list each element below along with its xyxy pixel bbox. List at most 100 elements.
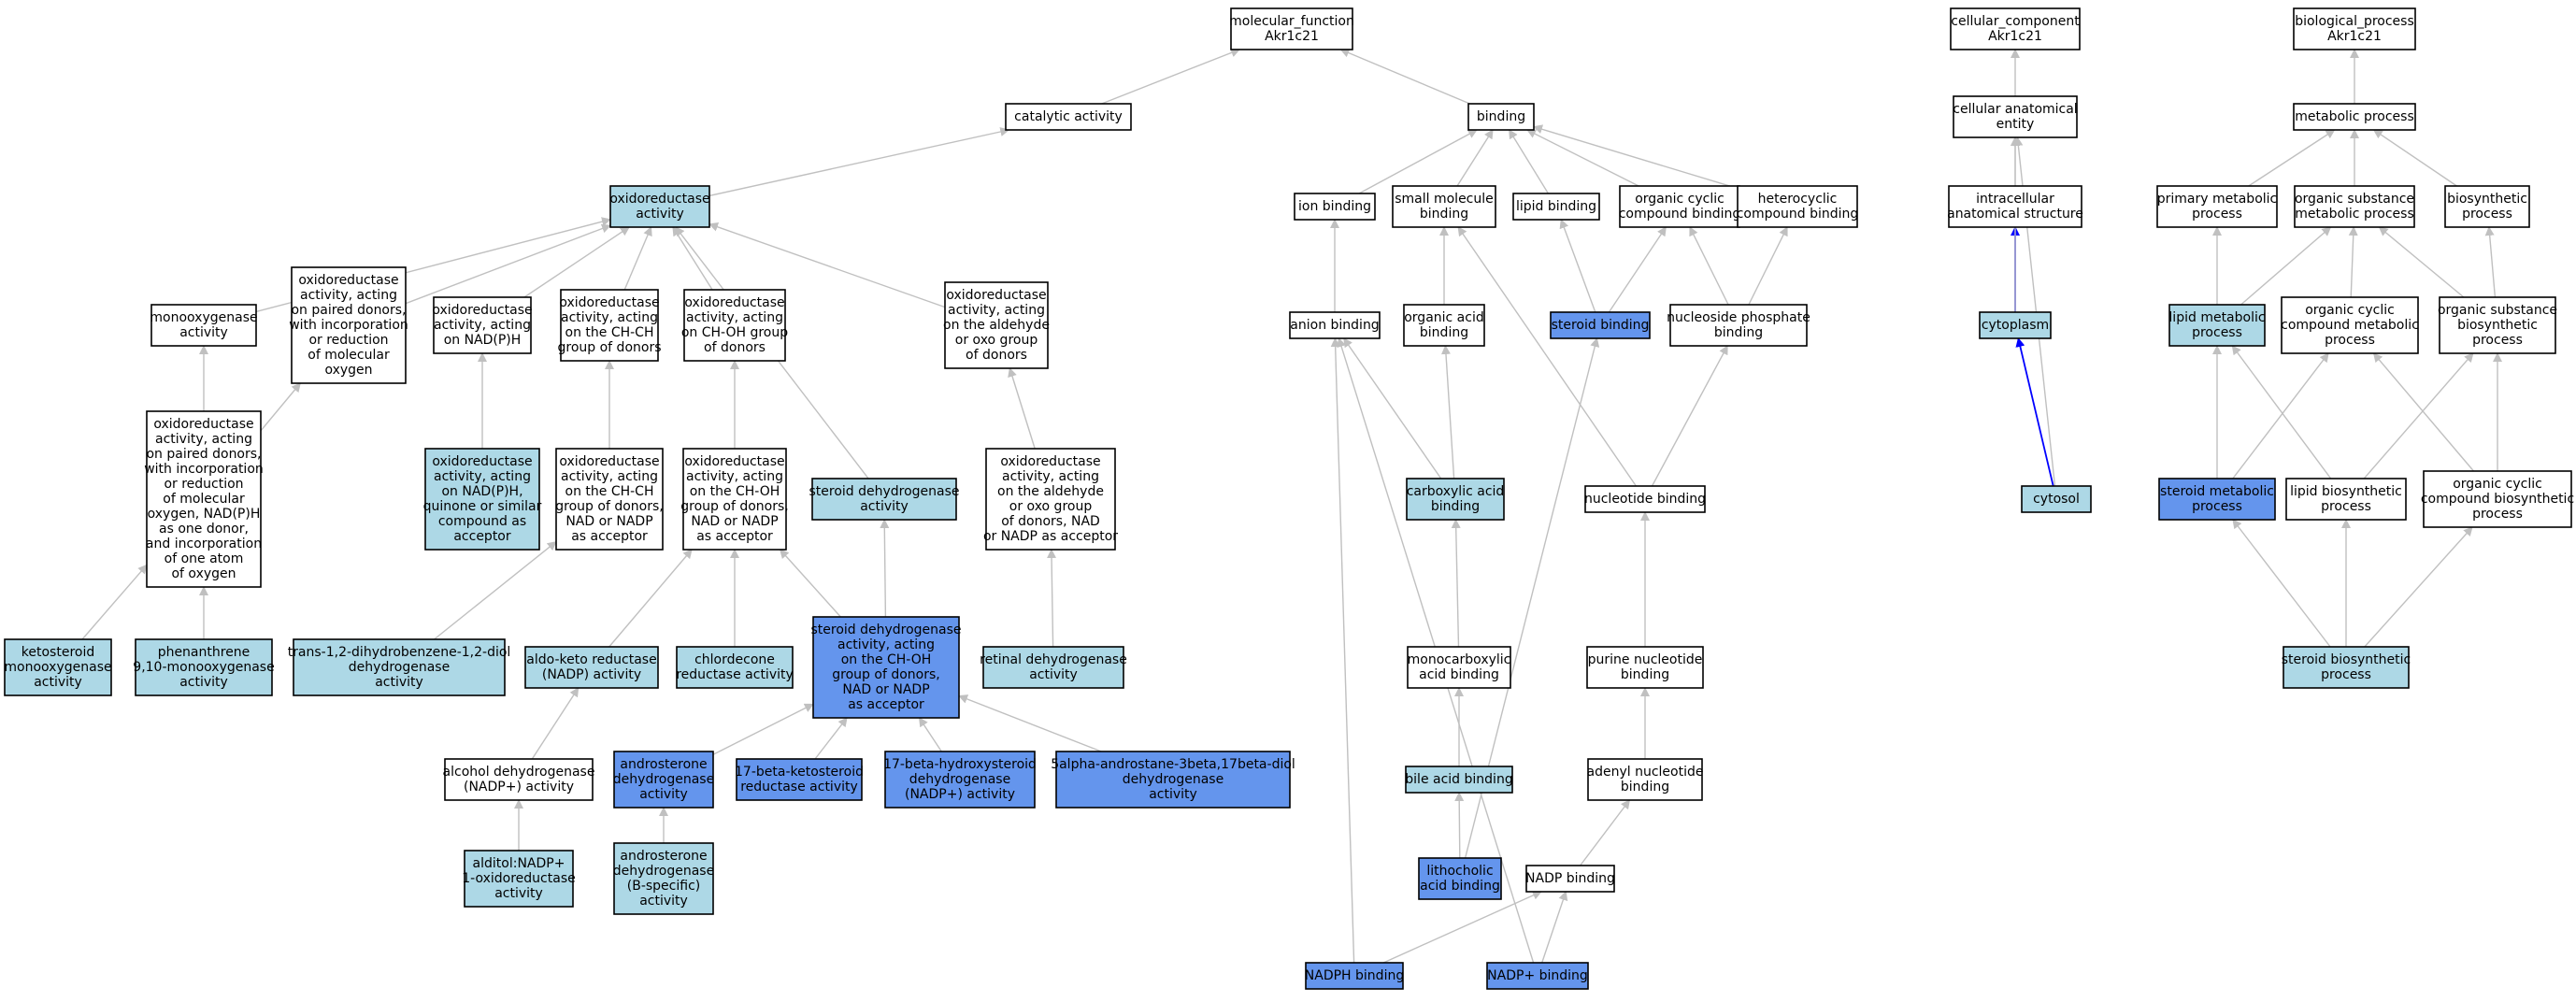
node-box[interactable] <box>2444 185 2530 228</box>
node-box[interactable] <box>985 448 1116 551</box>
node-box[interactable] <box>1289 311 1381 339</box>
node-box[interactable] <box>2293 103 2416 131</box>
node-anion-binding[interactable]: anion binding <box>1289 311 1381 339</box>
node-nucleotide-binding[interactable]: nucleotide binding <box>1584 485 1706 513</box>
node-steroid-binding[interactable]: steroid binding <box>1550 311 1651 339</box>
node-aldo-keto[interactable]: aldo-keto reductase(NADP) activity <box>524 646 659 689</box>
node-box[interactable] <box>1587 758 1703 801</box>
node-box[interactable] <box>150 304 257 347</box>
node-box[interactable] <box>982 646 1124 689</box>
node-box[interactable] <box>1305 962 1404 990</box>
node-box[interactable] <box>1948 185 2082 228</box>
node-box[interactable] <box>1405 766 1513 794</box>
node-metabolic[interactable]: metabolic process <box>2293 103 2416 131</box>
node-androstane-dh[interactable]: 5alpha-androstane-3beta,17beta-dioldehyd… <box>1051 751 1295 809</box>
node-hydroxysteroid-dh[interactable]: 17-beta-hydroxysteroiddehydrogenase(NADP… <box>883 751 1037 809</box>
node-box[interactable] <box>609 185 710 228</box>
node-nadp-plus[interactable]: NADP+ binding <box>1486 962 1589 990</box>
node-box[interactable] <box>884 751 1036 809</box>
node-cytoplasm[interactable]: cytoplasm <box>1979 311 2052 339</box>
node-box[interactable] <box>683 289 786 362</box>
node-box[interactable] <box>1467 103 1535 131</box>
node-box[interactable] <box>1586 646 1704 689</box>
node-box[interactable] <box>2293 7 2416 50</box>
node-box[interactable] <box>812 616 960 719</box>
node-box[interactable] <box>811 478 957 521</box>
node-box[interactable] <box>1230 7 1353 50</box>
node-box[interactable] <box>2158 478 2276 521</box>
node-box[interactable] <box>2281 296 2419 354</box>
node-box[interactable] <box>676 646 794 689</box>
node-box[interactable] <box>736 758 863 801</box>
node-box[interactable] <box>4 638 112 696</box>
node-box[interactable] <box>433 296 532 354</box>
node-box[interactable] <box>1403 304 1485 347</box>
node-trans-diol[interactable]: trans-1,2-dihydrobenzene-1,2-dioldehydro… <box>288 638 511 696</box>
node-box[interactable] <box>524 646 659 689</box>
node-box[interactable] <box>1979 311 2052 339</box>
node-binding[interactable]: binding <box>1467 103 1535 131</box>
node-box[interactable] <box>1584 485 1706 513</box>
node-nadph-binding[interactable]: NADPH binding <box>1305 962 1404 990</box>
node-box[interactable] <box>2021 485 2092 513</box>
node-box[interactable] <box>464 850 574 908</box>
node-box[interactable] <box>1512 193 1600 221</box>
node-box[interactable] <box>1392 185 1496 228</box>
node-lipid-binding[interactable]: lipid binding <box>1512 193 1600 221</box>
node-box[interactable] <box>2168 304 2266 347</box>
node-box[interactable] <box>1055 751 1291 809</box>
node-box[interactable] <box>1418 857 1502 900</box>
node-androsterone-b[interactable]: androsteronedehydrogenase(B-specific)act… <box>613 842 714 915</box>
node-box[interactable] <box>2423 470 2572 528</box>
node-box[interactable] <box>291 266 407 384</box>
node-box[interactable] <box>613 751 714 809</box>
node-box[interactable] <box>944 281 1049 369</box>
node-box[interactable] <box>555 448 664 551</box>
node-box[interactable] <box>1407 646 1511 689</box>
node-box[interactable] <box>2285 478 2407 521</box>
node-box[interactable] <box>560 289 659 362</box>
node-catalytic[interactable]: catalytic activity <box>1005 103 1132 131</box>
node-cytosol[interactable]: cytosol <box>2021 485 2092 513</box>
node-box[interactable] <box>444 758 594 801</box>
node-box[interactable] <box>682 448 787 551</box>
node-box[interactable] <box>2294 185 2415 228</box>
node-ion-binding[interactable]: ion binding <box>1294 193 1376 221</box>
node-alcohol-dh[interactable]: alcohol dehydrogenase(NADP+) activity <box>443 758 595 801</box>
node-box[interactable] <box>1550 311 1651 339</box>
node-box[interactable] <box>1525 865 1615 893</box>
node-box[interactable] <box>2156 185 2278 228</box>
